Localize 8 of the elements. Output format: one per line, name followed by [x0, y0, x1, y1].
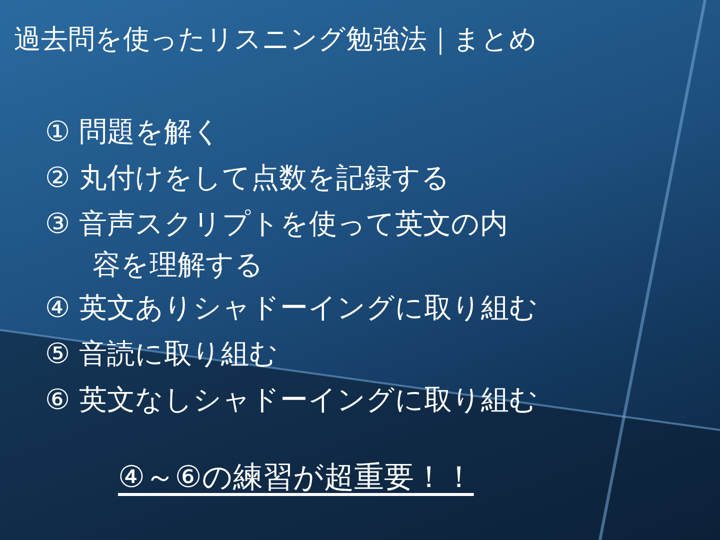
list-item: ① 問題を解く [45, 114, 222, 150]
list-item: ⑥ 英文なしシャドーイングに取り組む [45, 382, 540, 418]
slide-title: 過去問を使ったリスニング勉強法｜まとめ [14, 23, 537, 57]
list-item: ④ 英文ありシャドーイングに取り組む [45, 290, 540, 326]
emphasis-note: ④～⑥の練習が超重要！！ [118, 459, 474, 497]
list-item: ⑤ 音読に取り組む [45, 336, 280, 372]
list-item: ② 丸付けをして点数を記録する [45, 160, 452, 196]
list-item: ③ 音声スクリプトを使って英文の内容を理解する [45, 206, 510, 283]
